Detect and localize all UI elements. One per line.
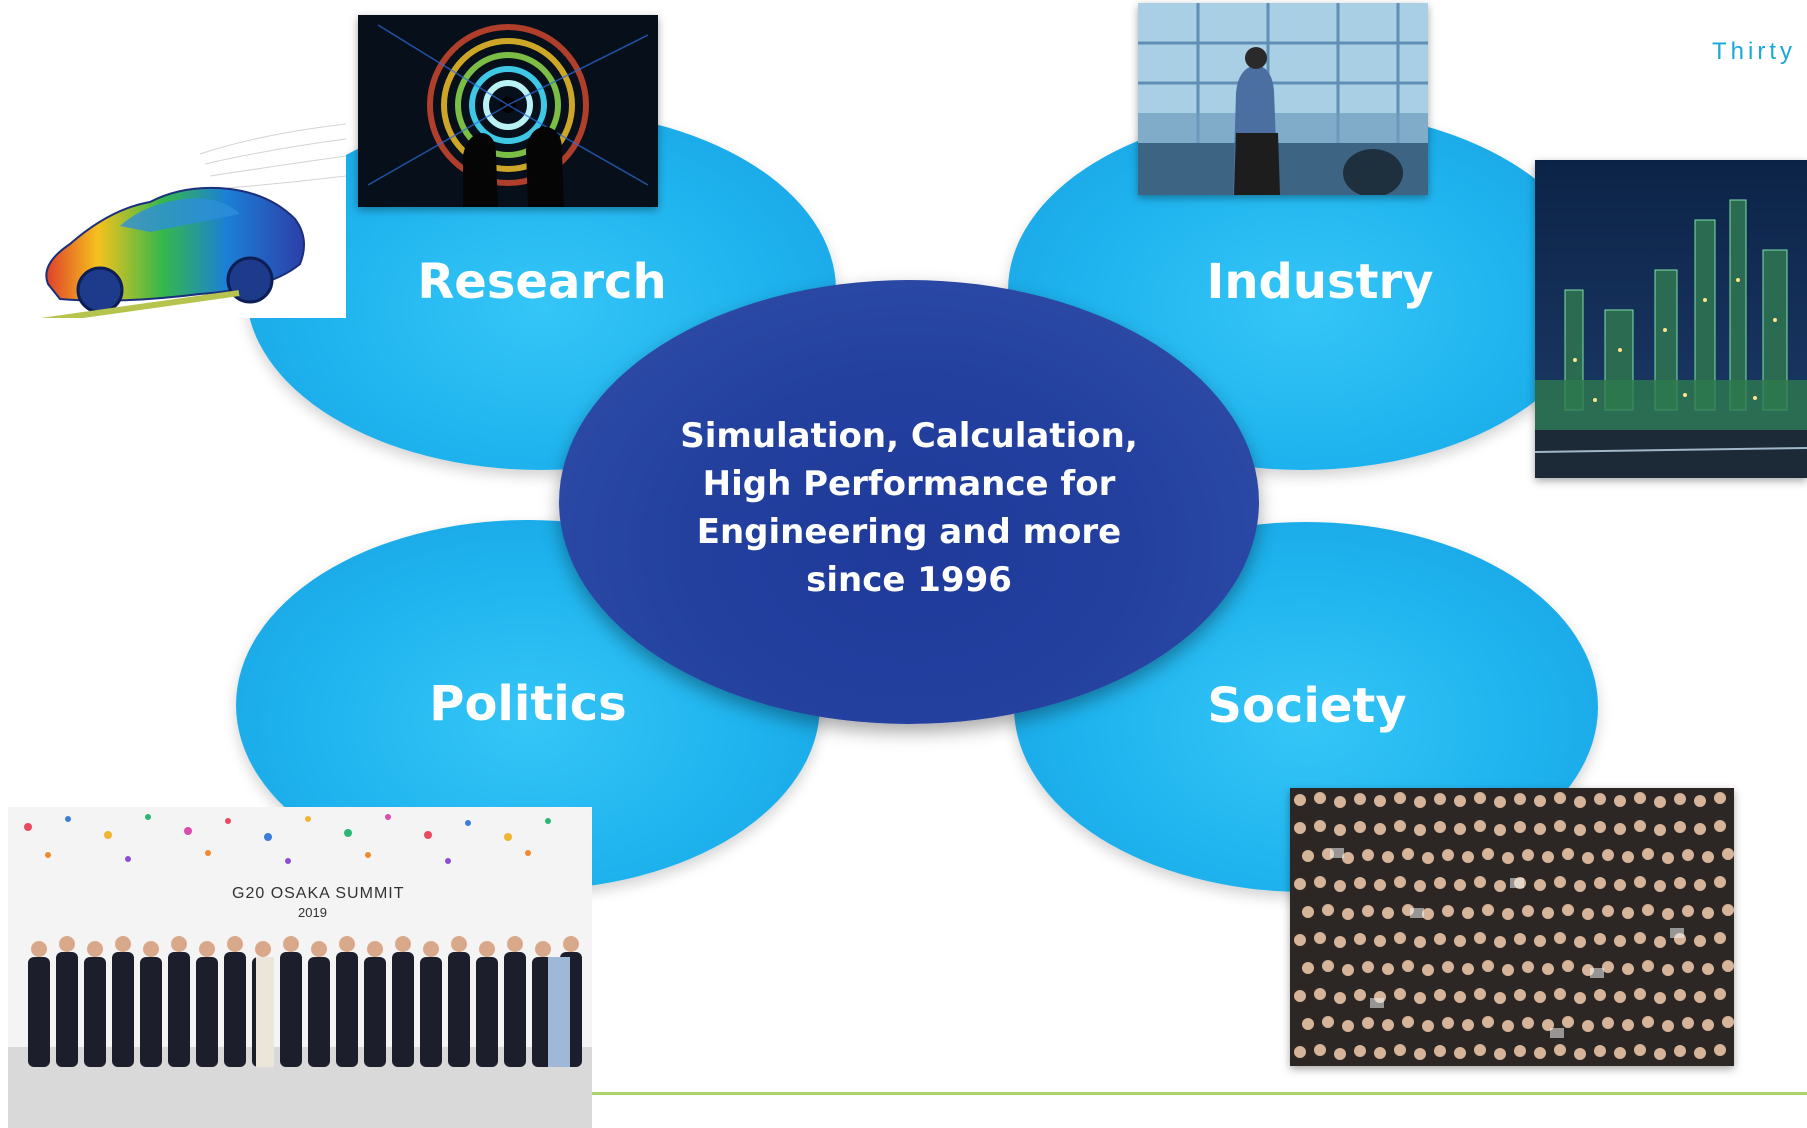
bottom-accent-line xyxy=(592,1092,1807,1095)
crowd-graphic xyxy=(1290,788,1734,1066)
research-visualization-image xyxy=(358,15,658,207)
g20-banner-year: 2019 xyxy=(298,905,327,920)
g20-summit-graphic xyxy=(8,807,592,1128)
society-crowd-image xyxy=(1290,788,1734,1066)
petal-label-industry: Industry xyxy=(1206,254,1434,310)
car-simulation-graphic xyxy=(40,123,346,318)
center-ellipse: Simulation, Calculation, High Performanc… xyxy=(559,280,1259,724)
center-line: since 1996 xyxy=(806,560,1012,600)
petal-label-society: Society xyxy=(1207,678,1407,734)
car-simulation-image xyxy=(0,114,346,318)
center-line: High Performance for xyxy=(702,464,1116,504)
petal-label-research: Research xyxy=(417,254,667,310)
tagline: Thirty xyxy=(1712,38,1796,65)
industry-control-room-image xyxy=(1138,3,1428,195)
g20-banner-title: G20 OSAKA SUMMIT xyxy=(232,885,405,902)
center-line: Simulation, Calculation, xyxy=(680,416,1138,456)
research-spiral-graphic xyxy=(358,15,658,207)
center-line: Engineering and more xyxy=(696,512,1122,552)
politics-g20-summit-image: G20 OSAKA SUMMIT 2019 xyxy=(8,807,592,1128)
industry-refinery-image xyxy=(1535,160,1807,478)
control-room-graphic xyxy=(1138,3,1428,195)
refinery-graphic xyxy=(1535,160,1807,478)
petal-label-politics: Politics xyxy=(429,676,627,732)
center-text: Simulation, Calculation, High Performanc… xyxy=(559,412,1259,604)
